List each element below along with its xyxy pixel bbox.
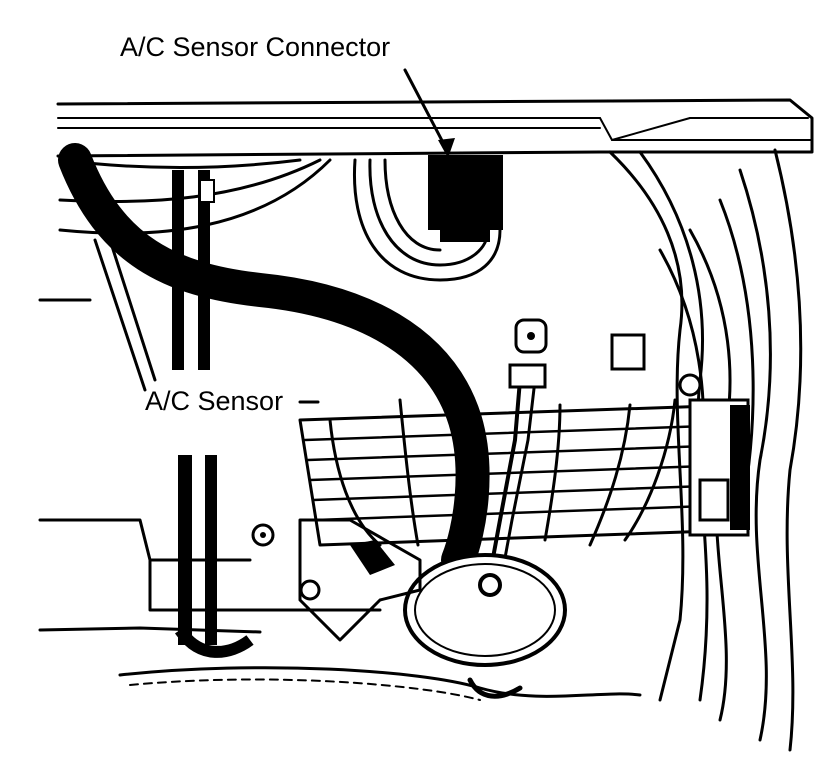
right-harness-connector [678,373,750,537]
screw-heads [251,318,646,547]
dashboard-top-panel [56,98,814,158]
ac-sensor-connector [428,155,503,242]
corrugated-conduit [58,143,490,577]
label-ac-sensor: A/C Sensor [145,386,283,416]
grommet [403,553,567,667]
ac-sensor-probe [486,363,547,587]
right-wiring-bundle [608,148,803,752]
vertical-cable-upper [172,170,215,370]
wire-harness-loop [352,158,502,282]
left-panel-structure [38,238,382,634]
leader-line-connector [403,68,455,158]
mounting-bracket [298,518,422,642]
vertical-cable-lower [175,455,254,658]
bottom-floor-edge [118,666,642,701]
label-ac-sensor-connector: A/C Sensor Connector [120,32,390,62]
